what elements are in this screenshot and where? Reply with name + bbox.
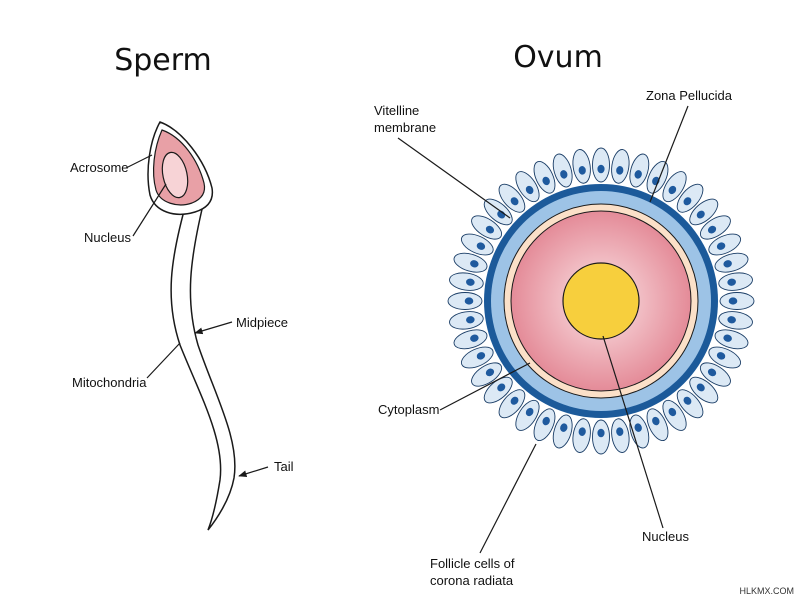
ovum-title: Ovum (513, 40, 603, 75)
tail-leader (238, 466, 269, 477)
follicle-cell (515, 171, 540, 203)
follicle-cell (719, 292, 755, 310)
follicle-cell (447, 292, 483, 310)
follicle-cell (676, 389, 704, 419)
follicle-label-line2: corona radiata (430, 573, 514, 588)
follicle-cell (699, 362, 731, 387)
follicle-cell (718, 311, 753, 330)
follicle-cell (515, 399, 540, 431)
cytoplasm-leader (439, 362, 531, 411)
follicle-cell (449, 311, 484, 330)
sperm-tail (170, 199, 236, 531)
follicle-cell (646, 408, 669, 442)
sperm-nucleus (161, 151, 189, 199)
follicle-cell (662, 171, 687, 203)
follicle-cell (572, 418, 591, 453)
follicle-cell (592, 147, 610, 183)
vitelline-label-line2: membrane (374, 120, 436, 135)
acrosome-leader (125, 154, 153, 169)
follicle-cell (592, 419, 610, 455)
cytoplasm-label: Cytoplasm (378, 402, 439, 417)
mitochondria-label: Mitochondria (72, 375, 147, 390)
midpiece-leader (194, 321, 233, 335)
follicle-cell (460, 233, 494, 256)
zona-pellucida-label: Zona Pellucida (646, 88, 733, 103)
follicle-cell (708, 346, 742, 369)
follicle-cell (498, 183, 526, 213)
follicle-cell (572, 149, 591, 184)
follicle-cell (689, 376, 719, 404)
sperm-nucleus-label: Nucleus (84, 230, 131, 245)
follicle-cell (708, 233, 742, 256)
follicle-leader (479, 443, 537, 554)
follicle-cell (552, 153, 573, 188)
vitelline-label-line1: Vitelline (374, 103, 419, 118)
sperm-title: Sperm (114, 43, 212, 78)
follicle-cell (689, 198, 719, 226)
follicle-cell (483, 376, 513, 404)
watermark: HLKMX.COM (739, 586, 794, 596)
sperm-cell (147, 121, 236, 531)
follicle-cell (662, 399, 687, 431)
ovum-nucleus-leader (602, 335, 664, 529)
follicle-cell (699, 215, 731, 240)
follicle-label-line1: Follicle cells of (430, 556, 515, 571)
follicle-cell (449, 272, 484, 291)
ovum-cell (447, 147, 755, 455)
follicle-cell (460, 346, 494, 369)
follicle-cells (447, 147, 755, 455)
ovum-nucleus (562, 262, 640, 340)
follicle-cell (471, 362, 503, 387)
follicle-cell (533, 408, 556, 442)
ovum-nucleus-label: Nucleus (642, 529, 689, 544)
vitelline-leader (397, 137, 511, 219)
follicle-cell (714, 252, 749, 273)
follicle-cell (453, 252, 488, 273)
tail-label: Tail (274, 459, 294, 474)
midpiece-label: Midpiece (236, 315, 288, 330)
follicle-cell (714, 329, 749, 350)
follicle-cell (718, 272, 753, 291)
sperm-nucleus-leader (132, 183, 167, 237)
acrosome-label: Acrosome (70, 160, 129, 175)
mitochondria-leader (146, 342, 181, 379)
follicle-cell (611, 149, 630, 184)
follicle-cell (629, 414, 650, 449)
follicle-cell (498, 389, 526, 419)
follicle-cell (676, 183, 704, 213)
zona-pellucida-leader (649, 105, 689, 203)
follicle-cell (552, 414, 573, 449)
follicle-cell (471, 215, 503, 240)
follicle-cell (453, 329, 488, 350)
follicle-cell (533, 160, 556, 194)
follicle-cell (629, 153, 650, 188)
follicle-cell (611, 418, 630, 453)
